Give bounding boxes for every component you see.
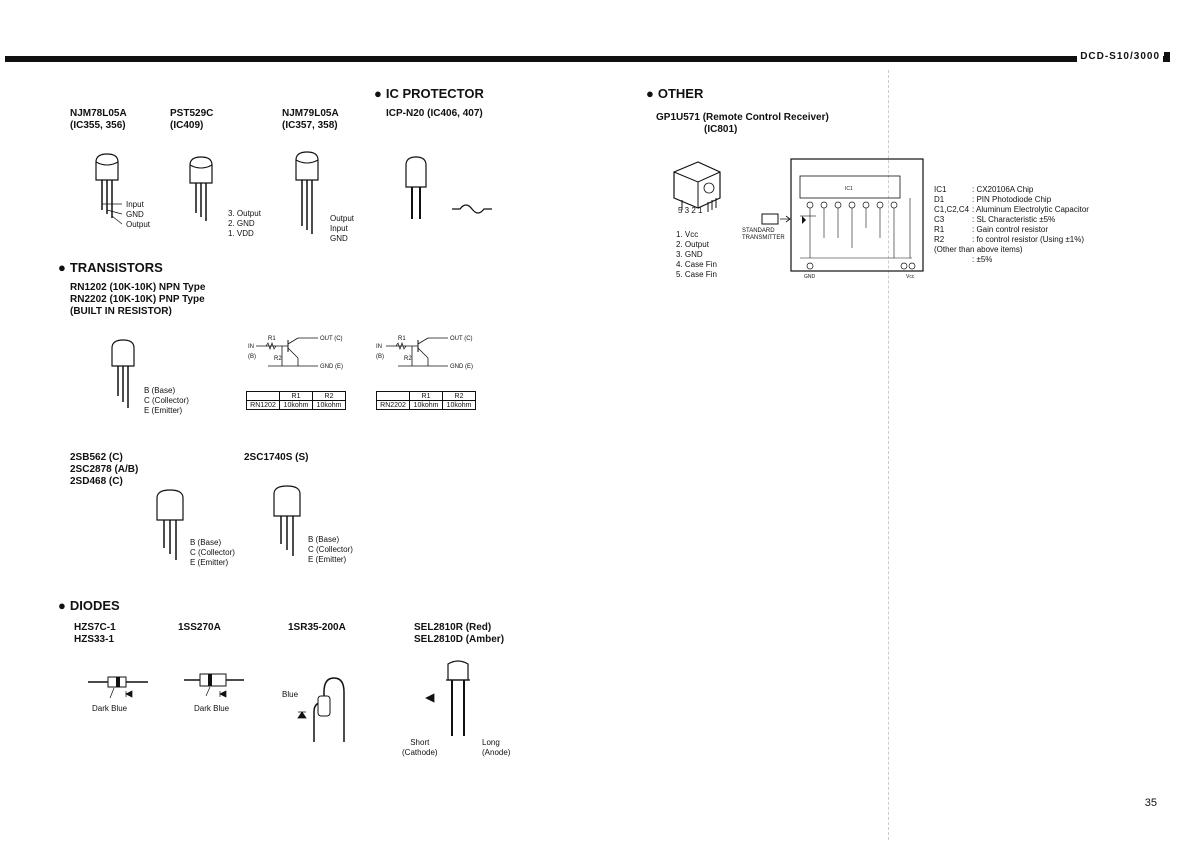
section-title-transistors: TRANSISTORS (58, 260, 163, 275)
section-title-ic-protector: IC PROTECTOR (374, 86, 484, 101)
pin-labels: B (Base)C (Collector)E (Emitter) (190, 538, 235, 567)
header-rule (5, 56, 1170, 62)
led-anode-label: Long(Anode) (482, 738, 511, 757)
remote-receiver-ref: (IC801) (704, 124, 738, 135)
circuit-r1-label: R1 (268, 336, 276, 342)
pin-labels: B (Base)C (Collector)E (Emitter) (308, 535, 353, 564)
rectifier-diode-icon (297, 677, 345, 742)
to92-package-icon (189, 156, 213, 221)
model-number: DCD-S10/3000 (1077, 51, 1163, 62)
part-number: NJM79L05A(IC357, 358) (282, 108, 339, 131)
circuit-r2-label: R2 (274, 356, 282, 362)
circuit-r1-label: R1 (398, 336, 406, 342)
schematic-ic-label: IC1 (845, 186, 853, 192)
switching-diode-icon (184, 673, 244, 698)
circuit-out-label: OUT (C) (320, 336, 343, 342)
transistor-package-icon (111, 339, 135, 408)
led-cathode-label: Short(Cathode) (402, 738, 438, 757)
transistor-package-icon (273, 485, 301, 556)
zener-diode-icon (88, 676, 148, 699)
transistor-group-b: 2SC1740S (S) (244, 452, 309, 463)
circuit-gnd-label: GND (E) (320, 364, 343, 370)
transistor-description: RN1202 (10K-10K) NPN Type RN2202 (10K-10… (70, 282, 206, 317)
circuit-in-label: IN(B) (248, 344, 256, 360)
section-title-diodes: DIODES (58, 598, 120, 613)
schematic-gnd-label: GND (804, 274, 816, 280)
receiver-pin-numbers: 5 3 2 1 (678, 206, 703, 215)
receiver-schematic (790, 158, 924, 272)
led-icon (425, 660, 470, 736)
diode-part: 1SR35-200A (288, 622, 346, 633)
diode-part: 1SS270A (178, 622, 221, 633)
transmitter-icon (761, 213, 791, 225)
circuit-r2-label: R2 (404, 356, 412, 362)
to92-package-icon (295, 151, 319, 234)
component-legend: IC1: CX20106A Chip D1: PIN Photodiode Ch… (934, 185, 1089, 264)
fold-line (888, 70, 889, 840)
part-number: NJM78L05A(IC355, 356) (70, 108, 127, 131)
page-number: 35 (1144, 797, 1157, 809)
to92-package-icon (95, 153, 123, 225)
pnp-circuit-diagram (386, 337, 448, 367)
npn-circuit-diagram (256, 337, 318, 367)
circuit-gnd-label: GND (E) (450, 364, 473, 370)
transistor-package-icon (156, 489, 184, 560)
diode-color-label: Blue (282, 690, 299, 699)
part-number: PST529C(IC409) (170, 108, 214, 131)
diode-color-label: Dark Blue (92, 704, 128, 713)
circuit-out-label: OUT (C) (450, 336, 473, 342)
schematic-vcc-label: Vcc (906, 274, 915, 280)
header-rule-end (1164, 52, 1170, 60)
circuit-in-label: IN(B) (376, 344, 384, 360)
section-title-other: OTHER (646, 86, 704, 101)
part-number: ICP-N20 (IC406, 407) (386, 108, 483, 119)
ic-protector-icon (405, 156, 492, 219)
diode-color-label: Dark Blue (194, 704, 230, 713)
remote-receiver-part: GP1U571 (Remote Control Receiver) (656, 112, 829, 123)
pin-labels: B (Base)C (Collector)E (Emitter) (144, 386, 189, 415)
transistor-group-a: 2SB562 (C) 2SC2878 (A/B) 2SD468 (C) (70, 452, 139, 487)
diode-part: SEL2810R (Red)SEL2810D (Amber) (414, 622, 505, 645)
remote-receiver-icon (673, 161, 721, 212)
